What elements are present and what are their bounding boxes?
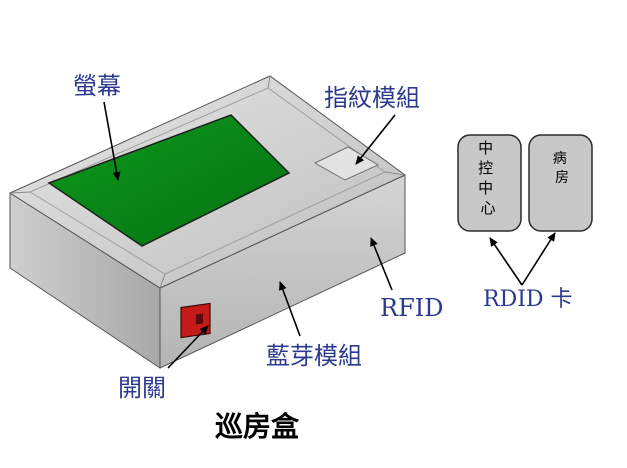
callout-arrows [103, 101, 556, 369]
screen-panel [47, 114, 291, 247]
arrow-rfid [370, 237, 393, 291]
label-box-caption: 巡房盒 [215, 410, 300, 443]
label-fingerprint-module: 指紋模組 [324, 84, 420, 112]
card2-char-1: 病 [553, 151, 567, 167]
card-ward-text: 病 房 [553, 151, 571, 186]
card-control-center [457, 134, 522, 232]
rfid-cards: 中 控 中 心 病 房 [457, 134, 593, 232]
switch-button [180, 302, 211, 339]
card2-char-2: 房 [555, 170, 569, 186]
label-bluetooth-module: 藍芽模組 [266, 342, 362, 370]
card-control-center-text: 中 控 中 心 [478, 139, 498, 217]
arrow-switch [167, 325, 209, 369]
label-switch: 開關 [118, 374, 166, 402]
arrow-screen [103, 101, 121, 181]
fingerprint-pad [313, 146, 380, 181]
card1-char-2: 控 [478, 159, 493, 177]
arrow-fingerprint [355, 114, 396, 165]
arrow-bluetooth [279, 281, 301, 337]
arrow-card-left [489, 237, 523, 286]
arrow-card-right [521, 232, 556, 286]
card1-char-4: 心 [480, 199, 495, 217]
card-ward [528, 134, 593, 232]
label-screen: 螢幕 [73, 72, 121, 100]
card1-char-1: 中 [478, 139, 493, 157]
card1-char-3: 中 [478, 179, 493, 197]
label-rdid-card: RDID 卡 [483, 287, 573, 312]
patrol-box [8, 75, 406, 369]
label-rfid: RFID [380, 294, 443, 322]
